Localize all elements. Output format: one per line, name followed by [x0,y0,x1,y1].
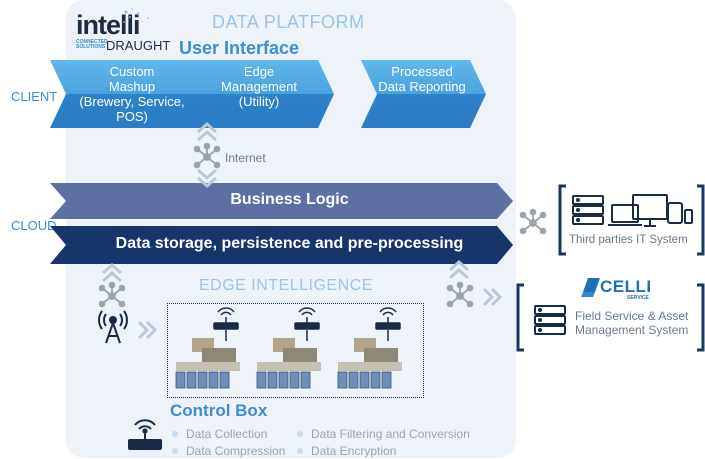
chevron-label-line: Edge [243,64,275,79]
data-platform-title: DATA PLATFORM [212,12,365,32]
keg-row [175,371,230,389]
chevron-custom-mashup-label: Custom Mashup (Brewery, Service, POS) [70,64,194,124]
chevron-label-line: POS) [116,109,148,124]
feature-item: Data Filtering and Conversion [297,425,470,442]
data-storage-label: Data storage, persistence and pre-proces… [115,235,464,252]
internet-label: Internet [225,151,266,165]
celli-logo-sub: SERVICE [627,295,649,301]
router-icon [213,307,239,330]
feature-item: Data Compression [172,442,285,459]
edge-right-forward-chevrons-icon [482,287,503,307]
celli-server-icon [534,305,566,335]
celli-label-line: Field Service & Asset [575,309,689,323]
bullet-dot-icon [172,447,178,454]
internet-down-arrows-icon [197,168,217,189]
logo-sub-line2: SOLUTIONS [76,44,106,50]
edge-devices-box [167,303,424,398]
chevron-label-line: Mashup [108,79,156,94]
chevron-edge-management-label: Edge Management (Utility) [200,64,318,109]
chevron-label-line: Data Reporting [378,79,466,94]
third-party-bracket [558,184,705,256]
bullet-dot-icon [172,430,178,437]
bullet-dot-icon [297,430,303,437]
feature-list-left: Data Collection Data Compression [172,425,285,459]
chevron-processed-data [361,60,486,128]
third-party-label: Third parties IT System [569,234,688,246]
edge-right-up-arrows-icon [449,259,469,280]
chevron-edge-management [184,60,334,128]
feature-item: Data Encryption [297,442,470,459]
control-box-router-icon [128,419,162,450]
edge-right-network-icon [446,281,474,308]
client-label: CLIENT [11,89,58,104]
chevron-label-line: Management [221,79,297,94]
intellidraught-logo-draught: DRAUGHT [106,38,171,53]
router-icon [294,307,320,330]
intellidraught-logo-subtitle: CONNECTED SOLUTIONS [76,39,108,50]
celli-logo-text: CELLI [600,277,652,296]
feature-list-right: Data Filtering and Conversion Data Encry… [297,425,470,459]
feature-label: Data Compression [186,443,286,458]
chevron-label-line: (Brewery, Service, [79,94,185,109]
internet-network-icon [193,142,221,169]
keg-row [337,371,392,389]
keg-row [256,371,311,389]
logo-sub-line1: CONNECTED [76,39,108,45]
user-interface-title: User Interface [179,38,300,58]
business-logic-label: Business Logic [230,191,349,208]
feature-item: Data Collection [172,425,285,442]
edge-left-forward-chevrons-icon [137,320,158,340]
radio-tower-icon [98,310,128,344]
cloud-label: CLOUD [11,218,57,233]
third-party-network-icon [519,208,547,235]
server-icon [572,195,604,225]
celli-label: Field Service & Asset Management System [575,309,688,337]
celli-bracket [516,283,705,352]
control-box-title: Control Box [170,401,268,420]
celli-logo-mark [581,278,600,297]
data-storage-band [50,226,513,264]
business-logic-band [50,183,513,219]
edge-intelligence-title: EDGE INTELLIGENCE [199,277,373,294]
logo-sparkle-icon [123,8,149,23]
chevron-label-line: Custom [109,64,155,79]
edge-left-up-arrows-icon [102,262,122,283]
edge-left-network-icon [98,281,126,308]
bullet-dot-icon [297,447,303,454]
celli-label-line: Management System [575,323,689,337]
router-icon [375,307,401,330]
chevron-label-line: (Utility) [238,94,280,109]
edge-device-group-2 [256,307,321,389]
feature-label: Data Filtering and Conversion [311,426,470,441]
chevron-processed-data-label: Processed Data Reporting [372,64,472,94]
chevron-custom-mashup [50,60,209,128]
edge-device-group-1 [175,307,240,389]
chevron-label-line: Processed [391,64,453,79]
devices-icon [608,194,693,227]
intellidraught-logo-word: intelli [76,10,141,40]
edge-device-group-3 [337,307,402,389]
feature-label: Data Encryption [311,443,397,458]
internet-up-arrows-icon [197,121,217,142]
feature-label: Data Collection [186,426,268,441]
